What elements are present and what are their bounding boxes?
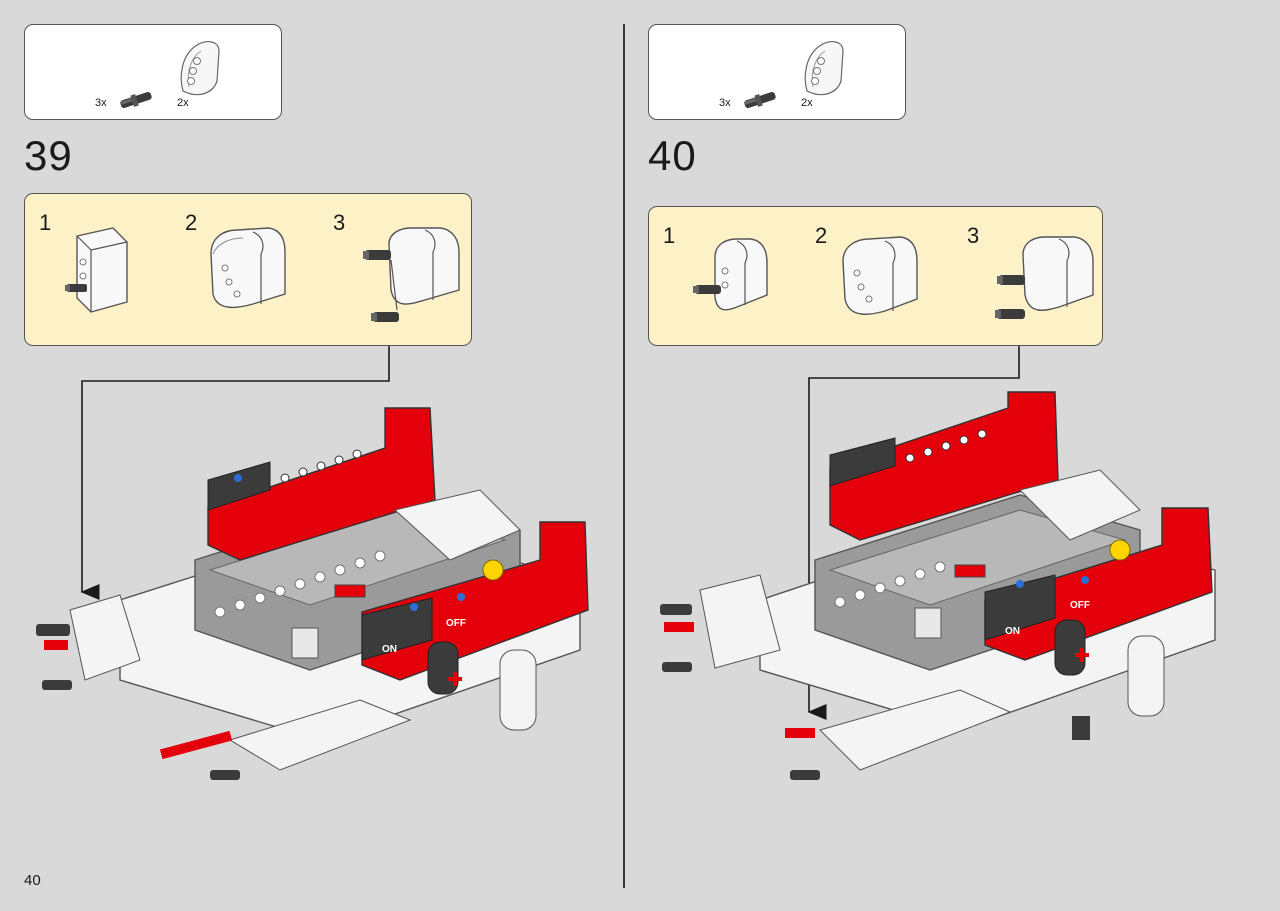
substep-label: 3 bbox=[333, 210, 346, 235]
substep-2-illustration bbox=[842, 236, 918, 315]
switch-off-label: OFF bbox=[1070, 600, 1090, 611]
step-39-model: ON OFF bbox=[36, 407, 589, 780]
substep-1-illustration bbox=[65, 227, 128, 313]
step-number: 40 bbox=[648, 132, 697, 179]
page-divider bbox=[623, 24, 625, 888]
substep-2-illustration bbox=[210, 227, 286, 309]
step-40-model: ON OFF bbox=[660, 391, 1216, 780]
switch-off-label: OFF bbox=[446, 618, 466, 629]
axle-pin-part-icon bbox=[119, 92, 152, 108]
substep-callout: 1 2 3 bbox=[648, 206, 1103, 346]
part-qty: 2x bbox=[177, 97, 189, 109]
curved-panel-part-icon bbox=[804, 41, 844, 96]
part-qty: 3x bbox=[95, 97, 107, 109]
substep-label: 1 bbox=[39, 210, 52, 235]
switch-on-label: ON bbox=[1005, 626, 1020, 637]
substep-callout: 1 2 3 bbox=[24, 193, 472, 346]
step-40: 3x 2x 40 1 2 3 bbox=[624, 0, 1264, 911]
axle-pin-part-icon bbox=[743, 92, 776, 108]
page-number: 40 bbox=[24, 872, 41, 889]
parts-list: 3x 2x bbox=[648, 24, 906, 120]
substep-3-illustration bbox=[995, 236, 1094, 319]
step-39: 3x 2x 39 1 2 3 bbox=[24, 24, 472, 346]
substep-label: 1 bbox=[663, 223, 676, 248]
part-qty: 3x bbox=[719, 97, 731, 109]
curved-panel-part-icon bbox=[180, 41, 220, 96]
substep-3-illustration bbox=[363, 227, 460, 322]
placement-arrow bbox=[807, 346, 1020, 720]
substep-1-illustration bbox=[693, 238, 768, 311]
parts-list: 3x 2x bbox=[24, 24, 282, 120]
substep-label: 3 bbox=[967, 223, 980, 248]
switch-on-label: ON bbox=[382, 644, 397, 655]
step-number: 39 bbox=[24, 132, 73, 179]
placement-arrow bbox=[80, 346, 390, 600]
substep-label: 2 bbox=[815, 223, 828, 248]
part-qty: 2x bbox=[801, 97, 813, 109]
substep-label: 2 bbox=[185, 210, 198, 235]
